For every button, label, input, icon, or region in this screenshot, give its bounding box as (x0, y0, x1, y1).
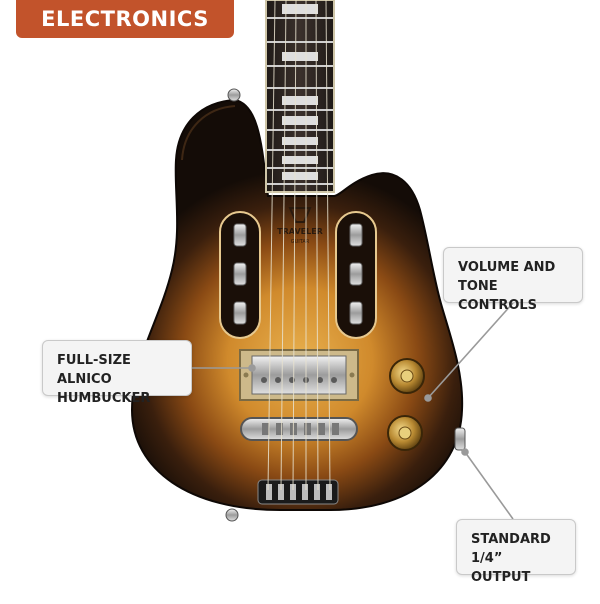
frets (267, 17, 333, 185)
callout-output: STANDARD 1/4” OUTPUT (456, 519, 576, 585)
callout-controls-line2: TONE CONTROLS (458, 279, 538, 313)
brand-sub: GUITAR (291, 239, 310, 245)
brand-logo: TRAVELER GUITAR (277, 207, 323, 245)
callout-humbucker: FULL-SIZE ALNICO HUMBUCKER (42, 340, 192, 406)
section-banner: ELECTRONICS (16, 0, 234, 38)
leader-line-output (464, 451, 514, 520)
output-jack (454, 427, 466, 451)
callout-output-line1: STANDARD (471, 532, 551, 547)
humbucker-pickup (239, 349, 359, 401)
bridge (240, 417, 358, 441)
callout-humbucker-line1: FULL-SIZE ALNICO (57, 353, 131, 387)
section-banner-label: ELECTRONICS (41, 7, 209, 31)
guitar-body (130, 98, 464, 511)
leader-line-controls (427, 302, 514, 399)
callout-controls: VOLUME AND TONE CONTROLS (443, 247, 583, 313)
brand-name: TRAVELER (277, 227, 323, 236)
strings (267, 0, 331, 491)
callout-controls-line1: VOLUME AND (458, 260, 556, 275)
strap-button (227, 88, 241, 102)
callout-humbucker-line2: HUMBUCKER (57, 391, 151, 406)
tone-knob-icon (387, 415, 423, 451)
fret-inlays (282, 4, 318, 180)
tuners (233, 223, 363, 325)
strap-button (225, 508, 239, 522)
volume-knob-icon (389, 358, 425, 394)
callout-output-line2: 1/4” OUTPUT (471, 551, 531, 585)
